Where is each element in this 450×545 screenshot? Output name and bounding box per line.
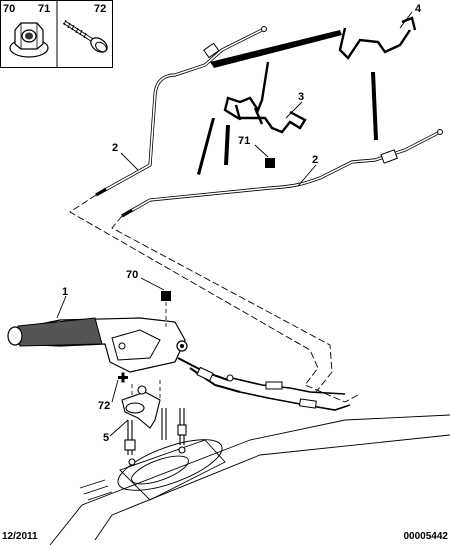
callout-5: 5 xyxy=(103,432,109,444)
inset-label-72: 72 xyxy=(94,3,106,15)
callout-3: 3 xyxy=(298,91,304,103)
callout-72: 72 xyxy=(98,400,110,412)
plus-marker-72 xyxy=(118,372,128,383)
left-cable xyxy=(95,26,267,197)
footer-date: 12/2011 xyxy=(2,531,38,542)
floor-panel xyxy=(49,414,450,545)
handbrake-lever xyxy=(7,317,351,411)
inset-label-71: 71 xyxy=(38,3,50,15)
cable-clips xyxy=(223,16,417,134)
square-marker-71 xyxy=(265,158,275,168)
flange-nut-icon xyxy=(9,22,49,58)
callout-4: 4 xyxy=(415,3,422,15)
inset-label-70: 70 xyxy=(3,3,15,15)
seal-strips xyxy=(197,30,378,175)
cable-routing-outline xyxy=(69,194,359,403)
square-marker-70 xyxy=(161,291,171,301)
stud-guides xyxy=(131,302,167,400)
footer-reference-number: 00005442 xyxy=(403,531,449,542)
callout-2-left: 2 xyxy=(112,142,118,154)
callout-71: 71 xyxy=(238,135,250,147)
screw-icon xyxy=(62,19,108,53)
leader-lines xyxy=(56,11,413,437)
right-cable xyxy=(121,129,443,218)
callout-70: 70 xyxy=(126,269,138,281)
fastener-inset: 70 71 72 xyxy=(0,0,113,68)
callout-2-right: 2 xyxy=(312,154,318,166)
lever-mount-bracket xyxy=(121,385,187,466)
callout-1: 1 xyxy=(62,286,68,298)
